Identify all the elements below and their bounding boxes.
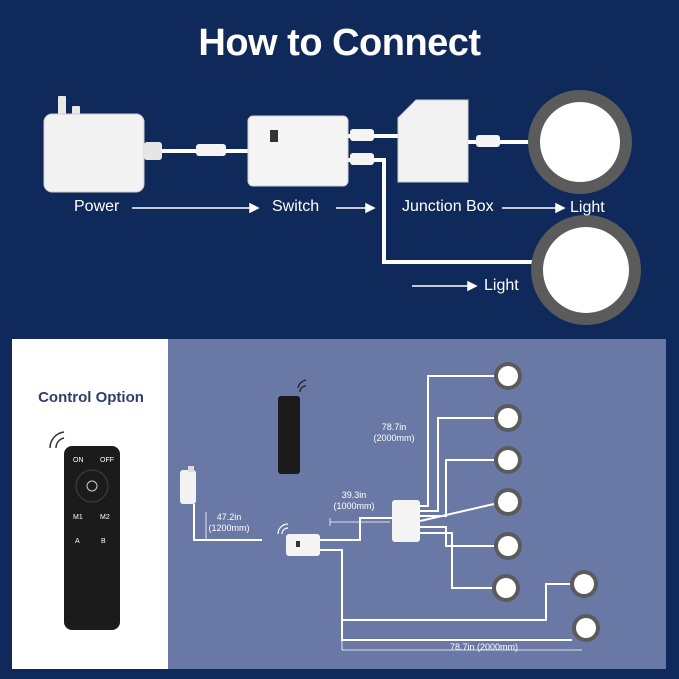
dimension-label-adapter: 47.2in (1200mm) xyxy=(206,512,252,534)
light-cables xyxy=(342,375,574,621)
remote-b-label: B xyxy=(101,538,106,545)
switch-box-icon xyxy=(247,115,349,187)
power-adapter-icon xyxy=(43,96,162,193)
switch-label: Switch xyxy=(272,198,320,215)
cable-connector xyxy=(476,135,500,147)
switch-box-icon xyxy=(286,534,320,556)
dimension-value: 39.3in xyxy=(341,490,367,500)
small-remote-icon xyxy=(278,396,300,474)
cable-connector xyxy=(350,129,374,141)
dimension-value-mm: (1200mm) xyxy=(208,523,250,533)
cable-connector xyxy=(350,153,374,165)
power-adapter-icon xyxy=(180,466,196,504)
light-label-2: Light xyxy=(484,277,519,294)
dimension-value-mm: (2000mm) xyxy=(373,433,415,443)
dimension-value: 47.2in xyxy=(216,512,242,522)
page-title: How to Connect xyxy=(198,22,481,64)
light-label-1: Light xyxy=(570,199,605,216)
junction-box-label: Junction Box xyxy=(402,198,494,215)
arrow-head xyxy=(555,202,566,214)
cable-connector xyxy=(196,144,226,156)
dimension-lines xyxy=(205,376,582,651)
dimension-label-bottom: 78.7in (2000mm) xyxy=(449,642,519,652)
light-puck-icons xyxy=(492,362,600,642)
remote-control-icon xyxy=(64,446,120,630)
wireless-signal-icon xyxy=(277,523,289,535)
arrow-head xyxy=(249,202,260,214)
light-2-icon xyxy=(531,215,641,325)
switch-junction-cable xyxy=(320,517,392,541)
switch-light-cable xyxy=(320,549,572,641)
arrow-head xyxy=(467,280,478,292)
remote-a-label: A xyxy=(75,538,80,545)
remote-off-label: OFF xyxy=(100,457,114,464)
remote-on-label: ON xyxy=(73,457,84,464)
light-1-icon xyxy=(528,90,632,194)
junction-box-icon xyxy=(392,500,420,542)
wireless-signal-icon xyxy=(297,379,307,393)
dimension-label-junction: 78.7in (2000mm) xyxy=(368,422,420,444)
power-label: Power xyxy=(74,198,120,215)
control-option-title: Control Option xyxy=(38,389,144,406)
remote-m2-label: M2 xyxy=(100,514,110,521)
dimension-value: 78.7in xyxy=(381,422,407,432)
wireless-signal-icon xyxy=(49,431,65,449)
arrow-head xyxy=(365,202,376,214)
dimension-value-mm: (1000mm) xyxy=(333,501,375,511)
dimension-label-switch: 39.3in (1000mm) xyxy=(328,490,380,512)
remote-m1-label: M1 xyxy=(73,514,83,521)
